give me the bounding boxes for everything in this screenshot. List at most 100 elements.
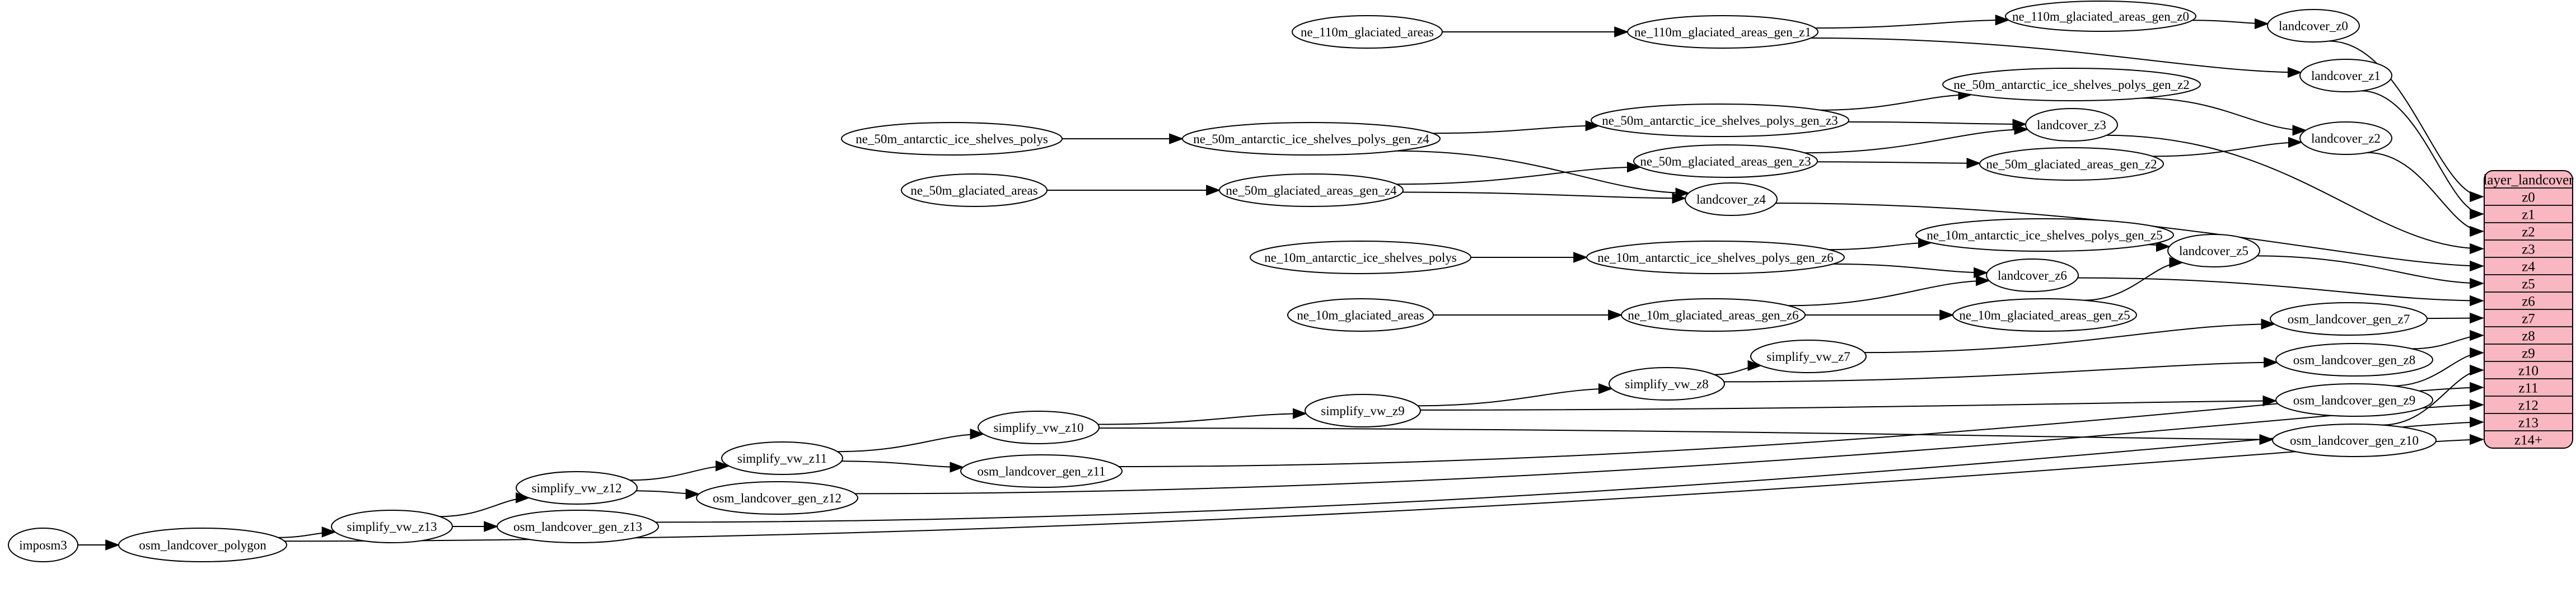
node-landcover_z2: landcover_z2 xyxy=(2299,121,2392,155)
node-landcover_z4: landcover_z4 xyxy=(1685,182,1778,216)
edge-ne_50m_antarctic_ice_shelves_polys_gen_z2-to-landcover_z2 xyxy=(2141,97,2307,136)
node-shape-ne_110m_glaciated_areas_gen_z1 xyxy=(1627,15,1818,49)
edge-landcover_z1-to-layer_landcover-z1 xyxy=(2361,90,2485,220)
node-shape-ne_110m_glaciated_areas xyxy=(1292,15,1443,49)
edge-ne_110m_glaciated_areas_gen_z1-to-ne_110m_glaciated_areas_gen_z0 xyxy=(1815,15,2010,29)
edge-landcover_z6-to-layer_landcover-z6 xyxy=(2077,277,2485,307)
node-shape-simplify_vw_z7 xyxy=(1750,340,1867,373)
node-label-osm_landcover_gen_z11: osm_landcover_gen_z11 xyxy=(977,464,1105,478)
node-label-ne_10m_antarctic_ice_shelves_polys: ne_10m_antarctic_ice_shelves_polys xyxy=(1264,251,1457,265)
node-shape-osm_landcover_gen_z9 xyxy=(2275,383,2433,417)
node-shape-simplify_vw_z8 xyxy=(1609,367,1725,401)
layer-landcover-table: layer_landcoverz0z1z2z3z4z5z6z7z8z9z10z1… xyxy=(2483,170,2574,449)
node-ne_50m_antarctic_ice_shelves_polys: ne_50m_antarctic_ice_shelves_polys xyxy=(841,122,1063,156)
table-row-z6: z6 xyxy=(2522,294,2535,309)
edge-osm_landcover_gen_z8-to-layer_landcover-z8 xyxy=(2412,330,2485,350)
node-shape-osm_landcover_gen_z10 xyxy=(2272,424,2437,457)
table-row-z5: z5 xyxy=(2522,277,2535,292)
edge-simplify_vw_z11-to-osm_landcover_gen_z11 xyxy=(841,460,965,473)
node-label-osm_landcover_polygon: osm_landcover_polygon xyxy=(139,538,267,552)
node-label-ne_10m_antarctic_ice_shelves_polys_gen_z6: ne_10m_antarctic_ice_shelves_polys_gen_z… xyxy=(1597,251,1834,265)
node-simplify_vw_z9: simplify_vw_z9 xyxy=(1305,394,1421,427)
node-shape-simplify_vw_z10 xyxy=(978,411,1100,444)
node-osm_landcover_polygon: osm_landcover_polygon xyxy=(118,528,287,562)
node-osm_landcover_gen_z7: osm_landcover_gen_z7 xyxy=(2270,302,2428,336)
edge-ne_10m_antarctic_ice_shelves_polys_gen_z6-to-ne_10m_antarctic_ice_shelves_polys_gen_z5 xyxy=(1829,237,1933,251)
table-row-z11: z11 xyxy=(2518,381,2538,396)
node-ne_50m_antarctic_ice_shelves_polys_gen_z2: ne_50m_antarctic_ice_shelves_polys_gen_z… xyxy=(1942,68,2201,101)
node-landcover_z0: landcover_z0 xyxy=(2267,9,2360,43)
node-label-ne_50m_glaciated_areas_gen_z3: ne_50m_glaciated_areas_gen_z3 xyxy=(1640,154,1811,168)
node-label-osm_landcover_gen_z13: osm_landcover_gen_z13 xyxy=(513,520,642,534)
node-shape-ne_50m_antarctic_ice_shelves_polys_gen_z4 xyxy=(1182,122,1441,156)
edge-osm_landcover_polygon-to-simplify_vw_z13 xyxy=(278,526,336,538)
edge-osm_landcover_gen_z9-to-layer_landcover-z9 xyxy=(2392,347,2485,387)
edge-simplify_vw_z7-to-osm_landcover_gen_z7 xyxy=(1864,318,2276,354)
node-shape-imposm3 xyxy=(8,528,78,562)
edge-simplify_vw_z10-to-simplify_vw_z9 xyxy=(1097,408,1307,425)
node-label-landcover_z0: landcover_z0 xyxy=(2279,19,2348,33)
node-shape-osm_landcover_gen_z8 xyxy=(2275,343,2433,377)
table-row-z14+: z14+ xyxy=(2514,433,2542,448)
node-label-simplify_vw_z13: simplify_vw_z13 xyxy=(347,520,437,534)
node-osm_landcover_gen_z10: osm_landcover_gen_z10 xyxy=(2272,424,2437,457)
node-label-osm_landcover_gen_z12: osm_landcover_gen_z12 xyxy=(713,491,841,505)
edge-osm_landcover_gen_z7-to-layer_landcover-z7 xyxy=(2427,312,2485,324)
node-shape-ne_10m_antarctic_ice_shelves_polys_gen_z5 xyxy=(1915,218,2174,252)
edge-ne_50m_antarctic_ice_shelves_polys_gen_z3-to-ne_50m_antarctic_ice_shelves_polys_gen_z2 xyxy=(1820,89,1973,111)
node-label-simplify_vw_z12: simplify_vw_z12 xyxy=(532,481,622,495)
node-label-simplify_vw_z10: simplify_vw_z10 xyxy=(994,421,1084,435)
table-header: layer_landcover xyxy=(2483,173,2574,188)
edge-simplify_vw_z9-to-osm_landcover_gen_z9 xyxy=(1420,395,2278,411)
edge-ne_110m_glaciated_areas_gen_z0-to-landcover_z0 xyxy=(2192,18,2269,30)
node-shape-ne_50m_glaciated_areas_gen_z4 xyxy=(1219,173,1404,207)
node-label-ne_50m_glaciated_areas_gen_z4: ne_50m_glaciated_areas_gen_z4 xyxy=(1226,184,1397,197)
node-label-simplify_vw_z9: simplify_vw_z9 xyxy=(1321,404,1405,418)
edge-simplify_vw_z13-to-simplify_vw_z12 xyxy=(440,492,530,518)
edge-simplify_vw_z12-to-simplify_vw_z11 xyxy=(630,460,731,481)
table-row-z4: z4 xyxy=(2522,260,2535,275)
node-ne_110m_glaciated_areas: ne_110m_glaciated_areas xyxy=(1292,15,1443,49)
table-layer: layer_landcoverz0z1z2z3z4z5z6z7z8z9z10z1… xyxy=(2483,170,2574,449)
node-ne_110m_glaciated_areas_gen_z0: ne_110m_glaciated_areas_gen_z0 xyxy=(2005,1,2196,32)
table-row-z2: z2 xyxy=(2522,225,2535,240)
node-landcover_z3: landcover_z3 xyxy=(2025,108,2118,142)
node-shape-ne_10m_glaciated_areas_gen_z6 xyxy=(1621,298,1806,332)
edge-ne_50m_glaciated_areas_gen_z4-to-ne_50m_glaciated_areas_gen_z3 xyxy=(1396,161,1642,185)
node-label-osm_landcover_gen_z7: osm_landcover_gen_z7 xyxy=(2288,312,2410,326)
node-simplify_vw_z13: simplify_vw_z13 xyxy=(331,510,453,543)
node-osm_landcover_gen_z8: osm_landcover_gen_z8 xyxy=(2275,343,2433,377)
edge-simplify_vw_z9-to-simplify_vw_z8 xyxy=(1418,383,1613,407)
table-row-z13: z13 xyxy=(2518,416,2538,431)
node-label-ne_50m_glaciated_areas: ne_50m_glaciated_areas xyxy=(910,184,1037,197)
node-label-ne_110m_glaciated_areas_gen_z1: ne_110m_glaciated_areas_gen_z1 xyxy=(1634,25,1811,39)
node-shape-ne_10m_glaciated_areas_gen_z5 xyxy=(1952,298,2137,332)
node-shape-osm_landcover_gen_z12 xyxy=(696,481,858,515)
edge-ne_50m_glaciated_areas_gen_z3-to-ne_50m_glaciated_areas_gen_z2 xyxy=(1817,157,1981,169)
edge-landcover_z5-to-layer_landcover-z5 xyxy=(2257,255,2485,289)
node-shape-ne_50m_glaciated_areas xyxy=(901,173,1048,207)
edge-ne_10m_glaciated_areas_gen_z5-to-landcover_z5 xyxy=(2083,257,2184,301)
node-label-ne_10m_glaciated_areas: ne_10m_glaciated_areas xyxy=(1297,308,1424,322)
node-shape-osm_landcover_polygon xyxy=(118,528,287,562)
node-shape-ne_10m_glaciated_areas xyxy=(1287,298,1434,332)
node-label-osm_landcover_gen_z8: osm_landcover_gen_z8 xyxy=(2293,353,2415,367)
node-ne_10m_antarctic_ice_shelves_polys_gen_z6: ne_10m_antarctic_ice_shelves_polys_gen_z… xyxy=(1586,241,1845,274)
node-osm_landcover_gen_z12: osm_landcover_gen_z12 xyxy=(696,481,858,515)
edge-simplify_vw_z11-to-simplify_vw_z10 xyxy=(837,429,985,453)
node-shape-landcover_z2 xyxy=(2299,121,2392,155)
node-label-landcover_z4: landcover_z4 xyxy=(1696,192,1766,206)
node-ne_10m_antarctic_ice_shelves_polys_gen_z5: ne_10m_antarctic_ice_shelves_polys_gen_z… xyxy=(1915,218,2174,252)
node-shape-ne_10m_antarctic_ice_shelves_polys xyxy=(1250,241,1471,274)
node-shape-landcover_z0 xyxy=(2267,9,2360,43)
node-shape-landcover_z1 xyxy=(2299,59,2392,92)
node-shape-ne_50m_antarctic_ice_shelves_polys xyxy=(841,122,1063,156)
node-label-landcover_z5: landcover_z5 xyxy=(2179,244,2248,258)
node-label-ne_10m_antarctic_ice_shelves_polys_gen_z5: ne_10m_antarctic_ice_shelves_polys_gen_z… xyxy=(1927,228,2163,242)
node-ne_10m_glaciated_areas_gen_z5: ne_10m_glaciated_areas_gen_z5 xyxy=(1952,298,2137,332)
node-imposm3: imposm3 xyxy=(8,528,78,562)
edge-simplify_vw_z8-to-simplify_vw_z7 xyxy=(1714,360,1762,375)
node-shape-ne_50m_glaciated_areas_gen_z3 xyxy=(1633,144,1818,178)
node-ne_50m_antarctic_ice_shelves_polys_gen_z3: ne_50m_antarctic_ice_shelves_polys_gen_z… xyxy=(1591,104,1849,137)
node-label-osm_landcover_gen_z10: osm_landcover_gen_z10 xyxy=(2290,434,2419,448)
